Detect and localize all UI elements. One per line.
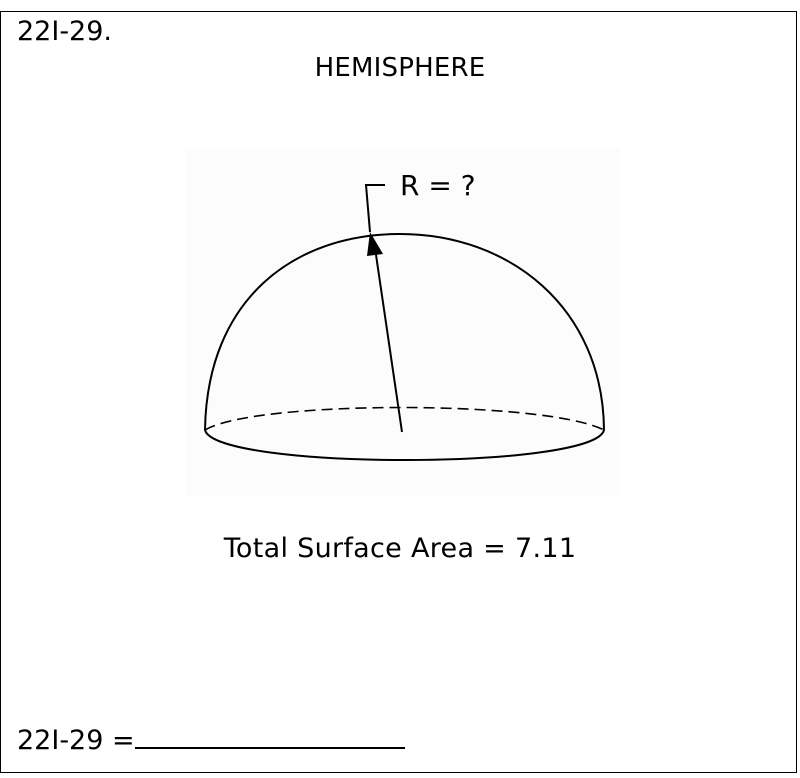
hemisphere-figure: R = ? [185, 148, 620, 496]
problem-frame [0, 11, 797, 773]
radius-line [374, 247, 403, 433]
radius-arrowhead [367, 232, 383, 256]
diagram-title: HEMISPHERE [314, 53, 486, 83]
answer-prompt: 22I-29 = [17, 725, 135, 756]
base-ellipse-hidden-edge [204, 406, 605, 431]
answer-blank[interactable] [134, 721, 405, 749]
hemisphere-drawing: R = ? [204, 169, 605, 461]
problem-number: 22I-29. [17, 16, 113, 47]
answer-row: 22I-29 = [17, 721, 405, 758]
hemisphere-dome-outline [204, 232, 605, 431]
radius-leader-line [364, 184, 385, 233]
given-surface-area: Total Surface Area = 7.11 [223, 533, 577, 564]
base-ellipse-visible-edge [204, 429, 605, 461]
radius-label: R = ? [400, 169, 476, 202]
